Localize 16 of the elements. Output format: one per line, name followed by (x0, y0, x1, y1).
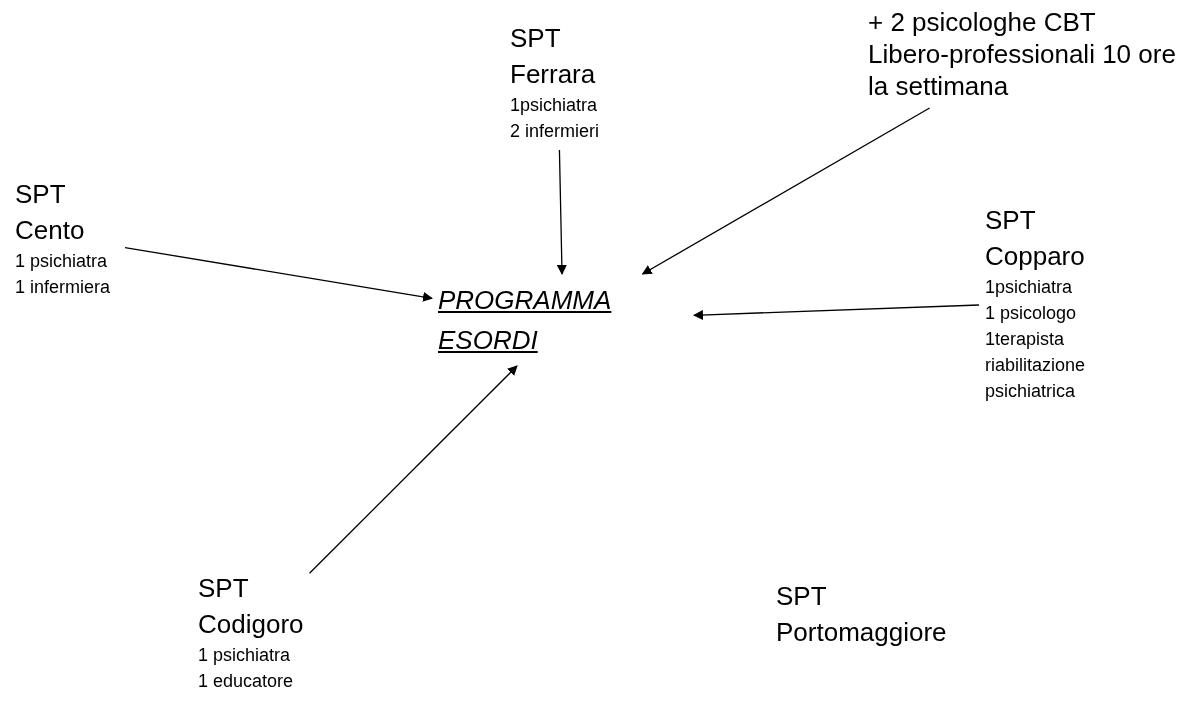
arrow (556, 149, 567, 275)
site-name: SPT Ferrara (510, 22, 596, 91)
note-text: + 2 psicologhe CBT Libero-professionali 10 ore la settimana (868, 6, 1177, 102)
site-name: SPT Cento (15, 178, 85, 247)
staff-list: 1psichiatra 2 infermieri (510, 92, 606, 144)
staff-list: 1 psichiatra 1 infermiera (15, 248, 119, 300)
program-title: PROGRAMMA ESORDI (438, 284, 613, 357)
staff-list: 1psichiatra 1 psicologo 1terapista riabilitazione psichiatrica (985, 274, 1086, 404)
arrow (693, 304, 980, 320)
arrow (641, 107, 931, 275)
site-name: SPT Codigoro (198, 572, 304, 641)
arrow (308, 365, 518, 574)
site-name: SPT Copparo (985, 204, 1085, 273)
staff-list: 1 psichiatra 1 educatore (198, 642, 302, 694)
site-name: SPT Portomaggiore (776, 580, 948, 649)
arrow (124, 246, 433, 302)
